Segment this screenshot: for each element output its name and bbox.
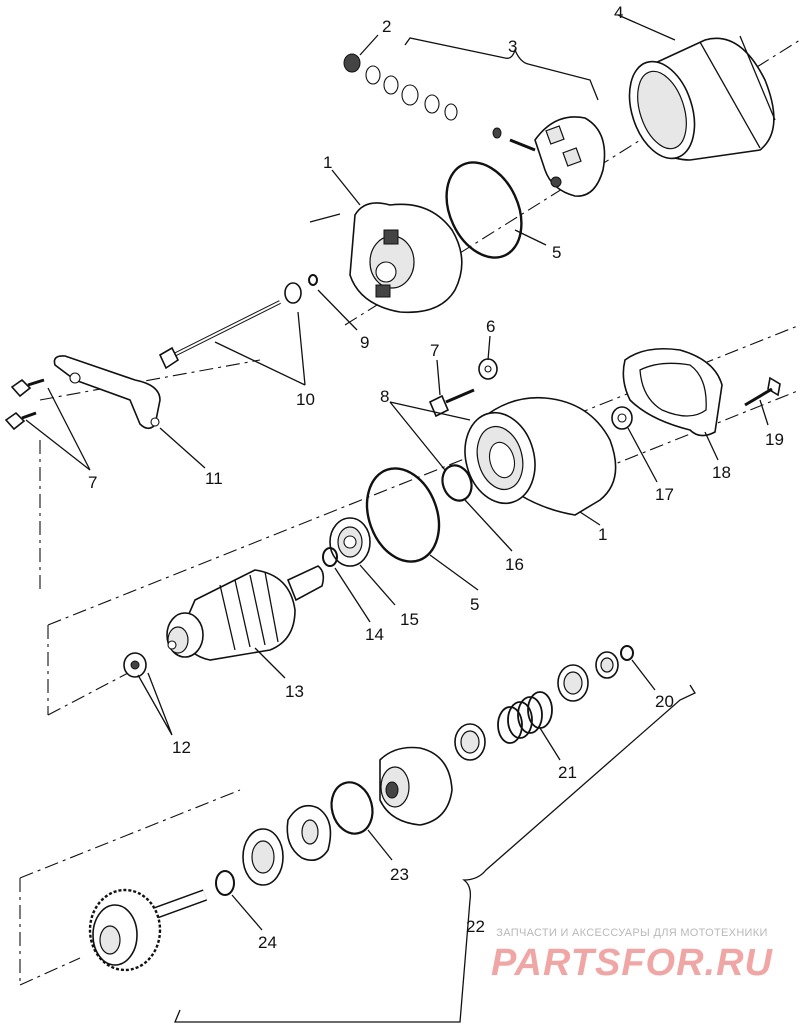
callout-4: 4 — [614, 3, 623, 22]
collar — [454, 723, 486, 761]
callout-23: 23 — [390, 865, 409, 884]
leader-lines — [25, 14, 769, 931]
snap-ring-large — [330, 781, 374, 835]
callout-14: 14 — [365, 625, 384, 644]
callout-2: 2 — [382, 17, 391, 36]
callout-7-center: 7 — [430, 341, 439, 360]
callout-5-upper: 5 — [552, 243, 561, 262]
callout-15: 15 — [400, 610, 419, 629]
callout-5-lower: 5 — [470, 595, 479, 614]
callout-19: 19 — [765, 430, 784, 449]
snap-ring — [322, 547, 338, 567]
armature — [166, 565, 325, 661]
callout-21: 21 — [558, 763, 577, 782]
bearing — [329, 517, 371, 567]
mounting-bracket — [53, 355, 161, 430]
brackets — [174, 37, 696, 1023]
o-ring-lower — [365, 467, 441, 563]
thrust-washer — [242, 828, 284, 886]
callout-7-left: 7 — [88, 473, 97, 492]
split-collar — [286, 804, 332, 861]
callout-1-front-housing: 1 — [598, 525, 607, 544]
o-ring-small — [441, 464, 473, 502]
callout-16: 16 — [505, 555, 524, 574]
circlip — [215, 870, 235, 896]
terminal-bolt — [428, 358, 498, 418]
brush-holder — [492, 116, 606, 197]
watermark: ЗАПЧАСТИ И АКСЕССУАРЫ ДЛЯ МОТОТЕХНИКИ PA… — [482, 927, 782, 983]
assembly-lines — [19, 39, 800, 986]
yoke-housing — [628, 35, 776, 161]
o-ring-upper — [445, 161, 523, 259]
callout-18: 18 — [712, 463, 731, 482]
watermark-logo: PARTSFOR.RU — [491, 942, 773, 983]
callout-labels: 2 3 4 1 5 9 6 7 8 10 7 11 19 17 18 1 16 … — [88, 3, 784, 952]
washer-stack — [343, 53, 458, 121]
watermark-tagline: ЗАПЧАСТИ И АКСЕССУАРЫ ДЛЯ МОТОТЕХНИКИ — [496, 927, 768, 939]
callout-10: 10 — [296, 390, 315, 409]
svg-text:PARTSFOR.RU: PARTSFOR.RU — [491, 942, 773, 983]
through-bolt — [158, 282, 302, 370]
callout-13: 13 — [285, 682, 304, 701]
rear-cover — [349, 202, 463, 314]
callout-8: 8 — [380, 387, 389, 406]
front-housing — [464, 396, 617, 516]
clutch-gear — [379, 746, 453, 826]
callout-24: 24 — [258, 933, 277, 952]
callout-6: 6 — [486, 317, 495, 336]
pinion-shaft — [88, 888, 208, 972]
callout-17: 17 — [655, 485, 674, 504]
callout-1-rear-cover: 1 — [323, 153, 332, 172]
retainer-set — [557, 645, 634, 702]
callout-22: 22 — [466, 917, 485, 936]
bushing — [123, 652, 147, 678]
flange-bolt — [744, 376, 781, 407]
callout-3: 3 — [508, 37, 517, 56]
small-o-ring — [308, 274, 318, 286]
callout-9: 9 — [360, 333, 369, 352]
callout-11: 11 — [205, 469, 223, 488]
callout-12: 12 — [172, 738, 191, 757]
callout-20: 20 — [655, 692, 674, 711]
bracket-bolts — [4, 378, 45, 431]
